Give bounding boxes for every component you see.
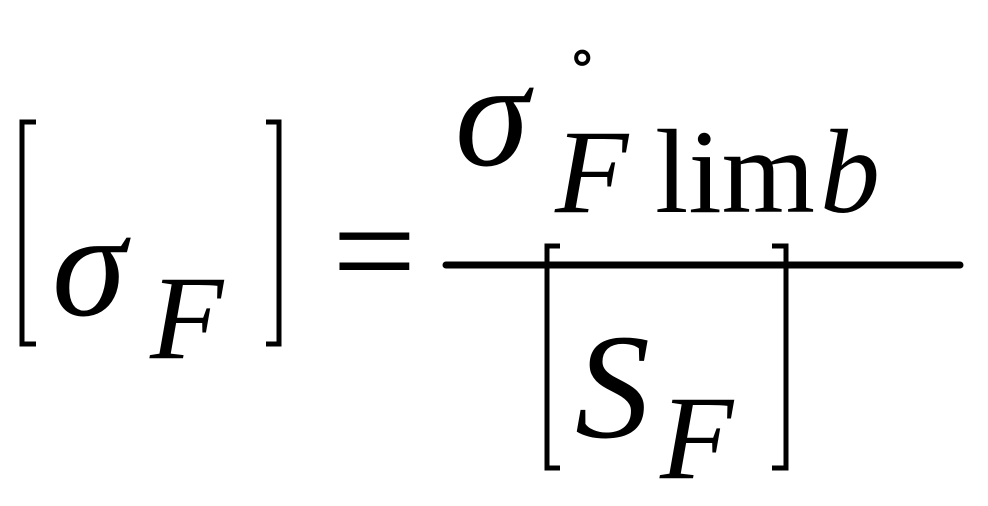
- denominator-symbol: S: [575, 304, 650, 470]
- numerator-sigma-symbol: σ: [455, 32, 529, 198]
- lhs-sigma-symbol: σ: [52, 182, 126, 348]
- lhs-subscript: F: [150, 251, 224, 384]
- den-left-bracket: [544, 243, 560, 471]
- equals-sign: =: [332, 168, 417, 334]
- numerator-subscript-tail: b: [820, 105, 880, 238]
- numerator-subscript-func: lim: [655, 105, 816, 238]
- den-right-bracket: [772, 243, 789, 471]
- denominator-subscript: F: [660, 371, 734, 504]
- lhs-left-bracket: [19, 119, 36, 347]
- numerator-superscript: ∘: [568, 24, 597, 89]
- lhs-right-bracket: [266, 119, 282, 347]
- numerator-subscript-var: F: [555, 105, 629, 238]
